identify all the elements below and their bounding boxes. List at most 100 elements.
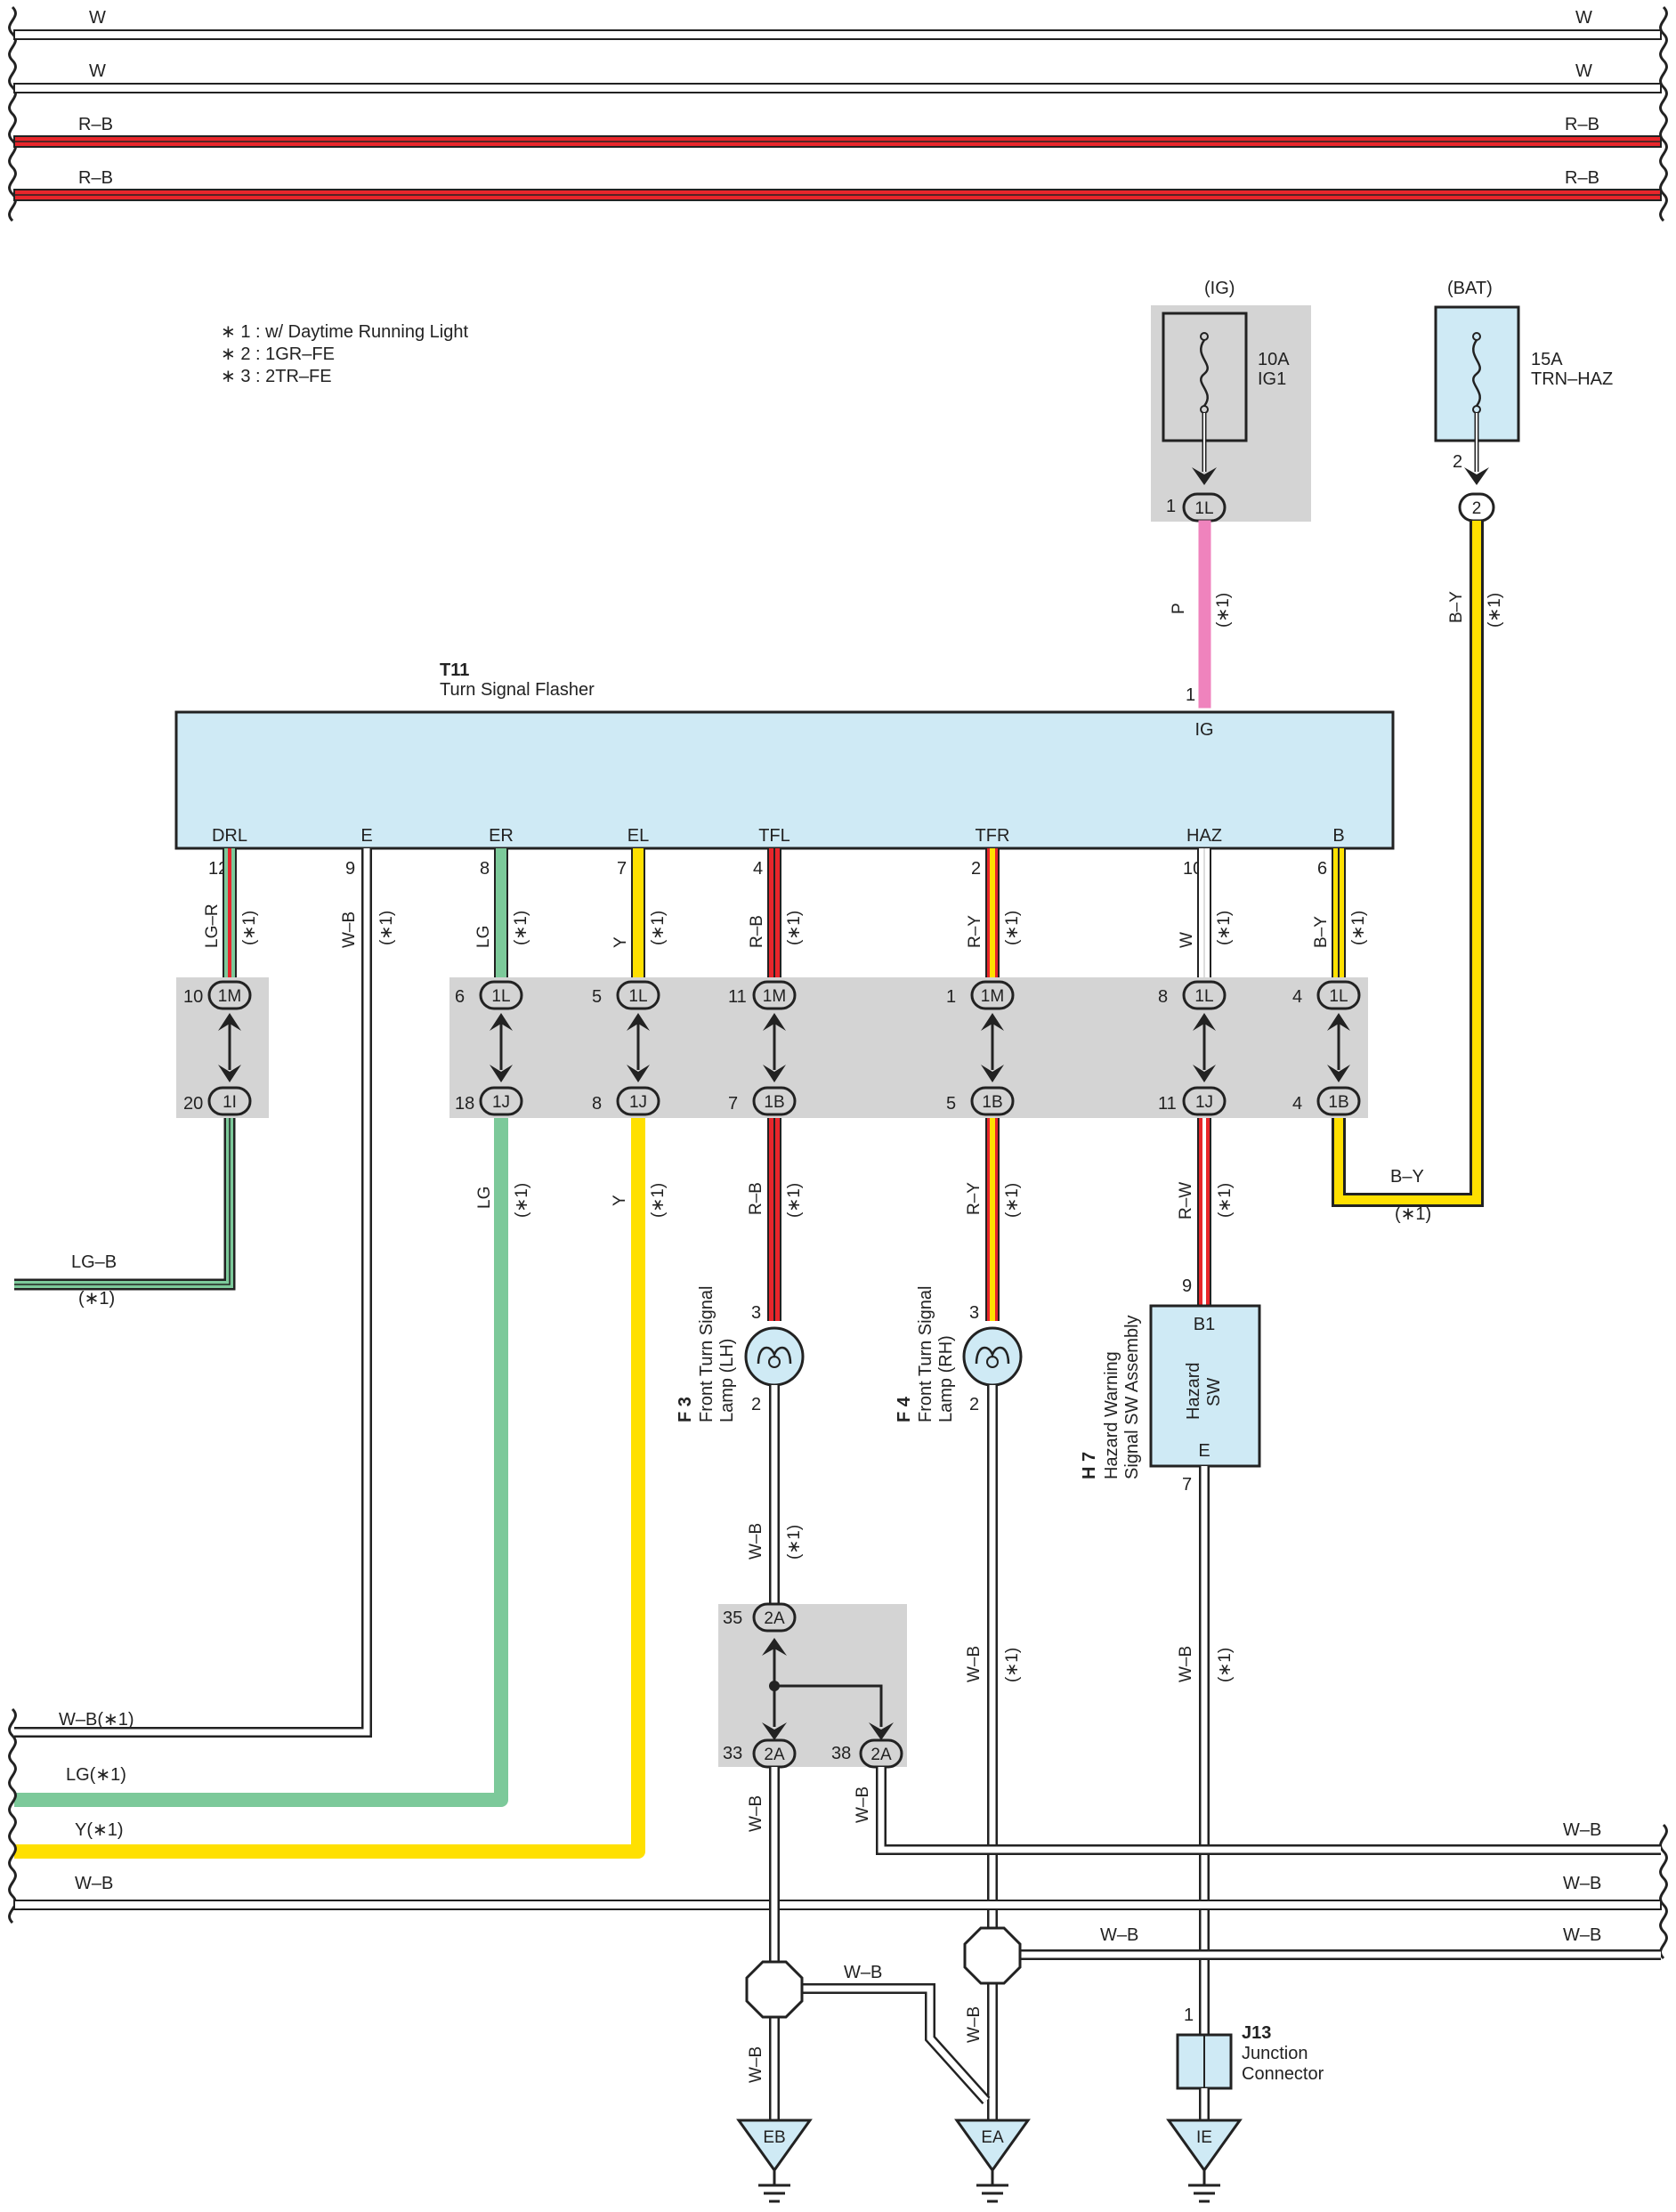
pin-number: 5 <box>946 1094 956 1114</box>
component-code: T11 <box>440 660 469 680</box>
ground-icon <box>736 2119 813 2173</box>
wire-lg <box>14 1118 508 1807</box>
connector-label: 1J <box>1195 1093 1213 1112</box>
wire-w-b-rail <box>13 1900 1662 1910</box>
wire-label: LG <box>475 1187 494 1209</box>
ground-eb: EB <box>736 2119 813 2203</box>
wire-note: (∗1) <box>1214 593 1233 628</box>
wire-label: W–B <box>747 1795 765 1832</box>
pin-number: 20 <box>183 1094 203 1114</box>
wire-label: W–B <box>340 912 359 948</box>
connector-label: 1I <box>223 1093 237 1112</box>
arrow-up-icon <box>1193 1013 1216 1031</box>
arrow-down-icon <box>1193 1065 1216 1082</box>
hazard-warning-switch: 9 B1 Hazard SW E 7 H 7 Hazard Warning Si… <box>1080 1276 1261 1495</box>
ground-label: EB <box>763 2128 785 2147</box>
top-rails: W W W W R–B R–B R–B R–B <box>8 5 1668 223</box>
pin-number: 8 <box>592 1094 602 1114</box>
connector-badge <box>752 1086 797 1116</box>
terminal-e: E9W–B(∗1) <box>340 826 396 948</box>
pin-number: 10 <box>183 987 203 1007</box>
rail-label: R–B <box>78 168 113 188</box>
ground-wires: W–B (∗1) W–B (∗1) W–B (∗1) <box>14 848 1235 2123</box>
connector-label: 1J <box>492 1093 510 1112</box>
wire-stripe <box>228 848 231 977</box>
connector-badge <box>970 980 1015 1010</box>
arrow-down-icon <box>218 1065 241 1082</box>
ground-ie: IE <box>1166 2119 1243 2203</box>
pin-number: 3 <box>751 1303 761 1323</box>
pin-number: 35 <box>723 1608 742 1628</box>
switch-label: SW <box>1204 1378 1224 1406</box>
legend-item: ∗ 3 : 2TR–FE <box>221 367 332 386</box>
wire-note: (∗1) <box>513 1183 531 1218</box>
connector-badge <box>207 1086 252 1116</box>
arrow-down-icon <box>869 1722 894 1740</box>
pin-number: 2 <box>1453 452 1462 472</box>
arrow-up-icon <box>762 1638 787 1656</box>
wire-label: W–B <box>844 1963 882 1982</box>
switch-label: Hazard <box>1184 1363 1203 1420</box>
wire-note: (∗1) <box>649 1183 668 1218</box>
break-mark-right <box>1659 5 1668 223</box>
arrow-down-icon <box>762 1722 787 1740</box>
rail-label: Y(∗1) <box>75 1820 124 1840</box>
wire-note: (∗1) <box>785 1183 804 1218</box>
rail-label: W <box>1575 61 1592 81</box>
connector-badge <box>970 1086 1015 1116</box>
pin-number: 2 <box>751 1395 761 1414</box>
arrow-down-icon <box>490 1065 513 1082</box>
pin-number: 6 <box>455 987 465 1007</box>
connector-badge <box>479 1086 523 1116</box>
arrow-up-icon <box>981 1013 1004 1031</box>
connector-label: 2A <box>870 1746 892 1764</box>
wire-stripe <box>990 848 995 977</box>
rail-label: R–B <box>1565 115 1599 134</box>
lower-wires: LG–B (∗1) LG (∗1) Y (∗1) R–B (∗1) R–Y (∗… <box>14 1118 1431 1859</box>
fuse-header: (BAT) <box>1447 279 1493 298</box>
wire-w-b-cross <box>774 1983 991 2105</box>
rail-label: R–B <box>1565 168 1599 188</box>
pin-number: 2 <box>971 859 981 879</box>
flasher-terminals: DRL12LG–R(∗1)E9W–B(∗1)ER8LG(∗1)EL7Y(∗1)T… <box>203 826 1368 977</box>
rail-label: W–B <box>1563 1874 1601 1893</box>
break-mark-left <box>8 1707 17 1924</box>
rail-label: W–B <box>75 1874 113 1893</box>
wire-label: P <box>1170 603 1188 614</box>
wire-note: (∗1) <box>1395 1204 1431 1224</box>
wire-fill <box>633 848 644 977</box>
wire-label: Y <box>611 1195 629 1206</box>
wire-label: R–W <box>1177 1182 1195 1219</box>
fuse-ig1: (IG) 10A IG1 1 1L <box>1151 279 1311 523</box>
wire-label: B–Y <box>1390 1167 1424 1187</box>
connector-label: 1B <box>764 1093 784 1112</box>
pin-number: 6 <box>1317 859 1327 879</box>
connector-badge <box>1182 980 1227 1010</box>
terminal-label: ER <box>489 826 514 846</box>
connector-badge <box>1316 1086 1361 1116</box>
wire-label: W–B <box>965 2006 984 2043</box>
wire-label: Y <box>611 936 630 948</box>
connector-badge <box>479 980 523 1010</box>
wire-w-b <box>876 1767 1661 1855</box>
pin-number: 11 <box>1158 1094 1177 1114</box>
wire-label: W–B <box>747 2046 765 2083</box>
component-code: F 4 <box>895 1396 914 1422</box>
connector-badge <box>207 980 252 1010</box>
pin-number: 7 <box>1182 1475 1192 1495</box>
terminal-label: TFL <box>758 826 790 846</box>
wire-label: W–B <box>854 1787 872 1823</box>
wire-label: W–B <box>1177 1646 1195 1682</box>
pin-number: 38 <box>831 1744 851 1763</box>
connector-label: 1L <box>628 987 647 1006</box>
wire-note: (∗1) <box>649 911 668 945</box>
pin-number: 2 <box>969 1395 979 1414</box>
wire-label: LG <box>474 926 493 948</box>
fuse-name: IG1 <box>1258 369 1286 389</box>
wire-note: (∗1) <box>1215 911 1234 945</box>
